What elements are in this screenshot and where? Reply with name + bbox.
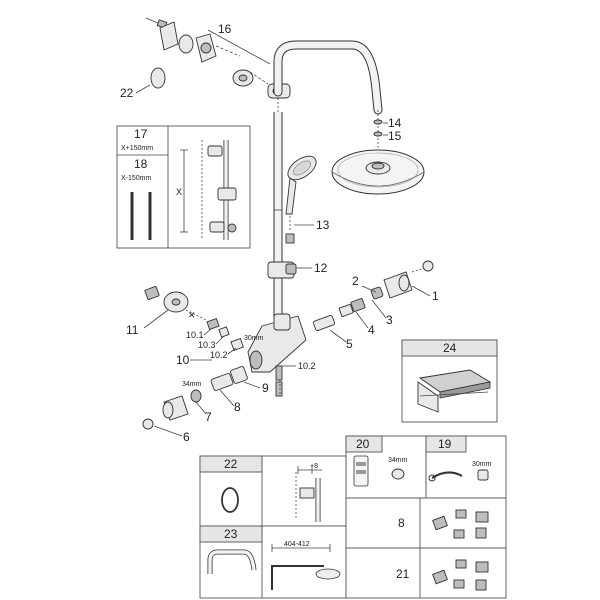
svg-text:30mm: 30mm <box>472 461 492 468</box>
svg-text:10.2: 10.2 <box>210 350 228 360</box>
svg-text:X-150mm: X-150mm <box>121 175 152 182</box>
svg-text:2: 2 <box>352 274 359 288</box>
svg-text:9: 9 <box>262 381 269 395</box>
svg-text:22: 22 <box>120 86 134 100</box>
measure-34mm: 34mm <box>182 381 202 388</box>
svg-text:18: 18 <box>134 157 148 171</box>
svg-text:22: 22 <box>224 457 238 471</box>
svg-text:+8: +8 <box>310 463 318 470</box>
svg-text:34mm: 34mm <box>182 381 202 388</box>
svg-text:✕: ✕ <box>188 310 196 320</box>
svg-text:16: 16 <box>218 22 232 36</box>
right-handle-group <box>313 260 434 332</box>
callout-10-2: 10.2 <box>210 347 237 360</box>
left-handle-group: ✕ <box>144 286 244 351</box>
svg-text:10.3: 10.3 <box>198 340 216 350</box>
svg-text:19: 19 <box>438 437 452 451</box>
inlet-group <box>142 366 283 430</box>
panel-20: 20 34mm <box>345 435 427 499</box>
svg-text:10.1: 10.1 <box>186 330 204 340</box>
callout-10-3: 10.3 <box>198 335 225 350</box>
svg-text:X+150mm: X+150mm <box>121 145 153 152</box>
svg-text:12: 12 <box>314 261 328 275</box>
callout-11: 11 <box>126 309 169 337</box>
callout-4: 4 <box>355 311 375 337</box>
panel-8: 8 <box>345 497 507 549</box>
svg-text:23: 23 <box>224 527 238 541</box>
svg-text:4: 4 <box>368 323 375 337</box>
callout-14: 14 <box>383 116 402 130</box>
callout-3: 3 <box>371 299 393 327</box>
svg-text:3: 3 <box>386 313 393 327</box>
callout-8: 8 <box>219 389 241 414</box>
svg-text:30mm: 30mm <box>244 335 264 342</box>
svg-text:24: 24 <box>443 341 457 355</box>
callout-10: 10 <box>176 353 212 367</box>
svg-text:8: 8 <box>234 400 241 414</box>
callout-6: 6 <box>153 425 190 444</box>
callout-5: 5 <box>329 329 353 351</box>
hand-shower <box>285 155 317 215</box>
panel-22: 22 +8 <box>199 455 347 527</box>
callout-9: 9 <box>243 381 269 395</box>
svg-text:13: 13 <box>316 218 330 232</box>
callout-12: 12 <box>296 261 328 275</box>
callout-22-top: 22 <box>120 84 151 100</box>
callout-15: 15 <box>383 129 402 143</box>
svg-text:5: 5 <box>346 337 353 351</box>
svg-text:X: X <box>176 187 182 197</box>
measure-30mm: 30mm <box>244 335 264 342</box>
hose-connector <box>285 216 295 244</box>
shower-slider <box>267 261 297 279</box>
svg-text:6: 6 <box>183 430 190 444</box>
svg-text:17: 17 <box>134 127 148 141</box>
svg-text:15: 15 <box>388 129 402 143</box>
riser-pipe <box>273 40 383 320</box>
svg-text:10: 10 <box>176 353 190 367</box>
svg-text:34mm: 34mm <box>388 457 408 464</box>
callout-2: 2 <box>352 274 377 293</box>
panel-21: 21 <box>345 547 507 599</box>
callout-10-2-bottom: 10.2 <box>282 361 316 371</box>
svg-text:21: 21 <box>396 567 410 581</box>
svg-text:8: 8 <box>398 516 405 530</box>
thermostat-body <box>247 313 307 381</box>
panel-24: 24 <box>401 339 498 423</box>
callout-16: 16 <box>207 22 271 65</box>
svg-text:404-412: 404-412 <box>284 541 310 548</box>
callout-10-1: 10.1 <box>186 327 213 340</box>
panel-23: 23 404-412 <box>199 525 376 599</box>
svg-text:10.2: 10.2 <box>298 361 316 371</box>
callout-7: 7 <box>195 401 212 424</box>
callout-13: 13 <box>294 218 330 232</box>
panel-19: 19 30mm <box>425 435 507 499</box>
callout-1: 1 <box>411 285 439 303</box>
svg-text:20: 20 <box>356 437 370 451</box>
svg-text:11: 11 <box>126 323 139 337</box>
svg-text:7: 7 <box>205 410 212 424</box>
svg-text:1: 1 <box>432 289 439 303</box>
riser-length-inset: 17 X+150mm 18 X-150mm X <box>116 125 251 249</box>
svg-text:14: 14 <box>388 116 402 130</box>
overhead-shower-head <box>331 149 425 195</box>
